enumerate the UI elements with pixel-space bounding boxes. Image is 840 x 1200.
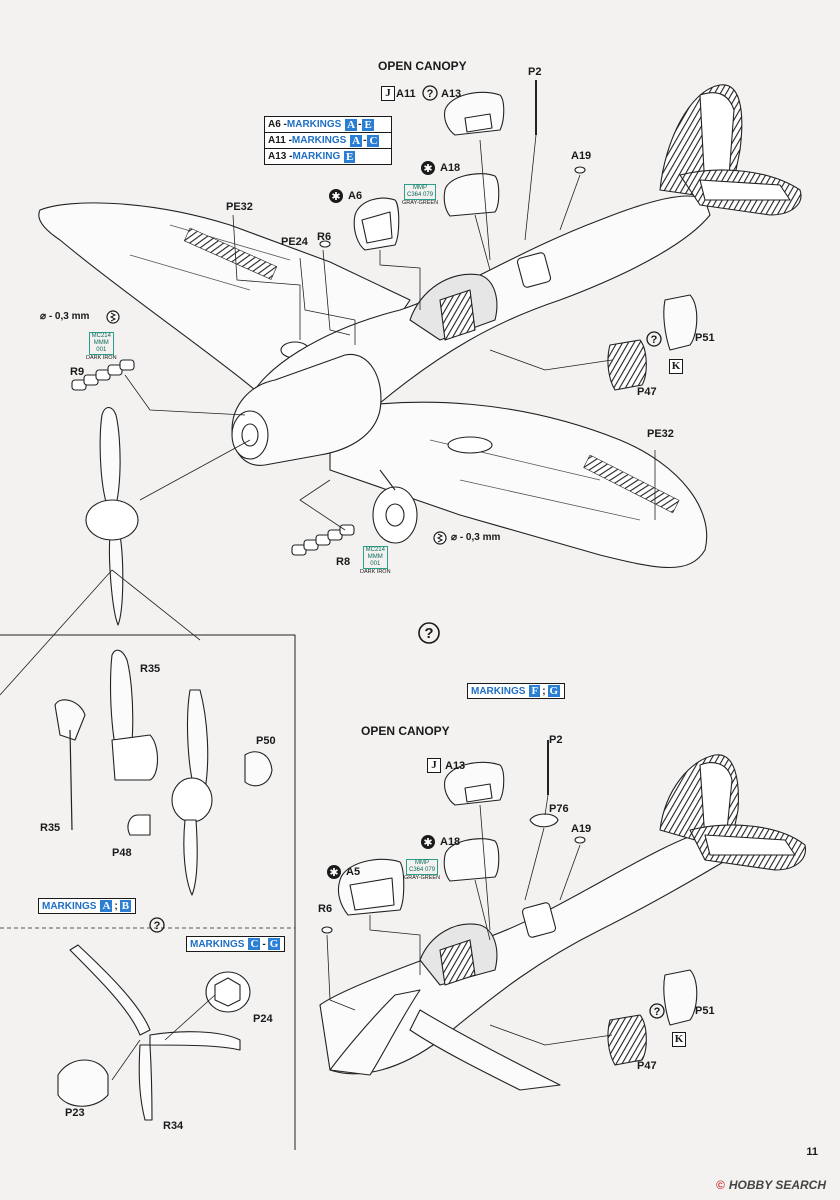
part-r9	[71, 359, 135, 391]
bottom-aircraft	[319, 740, 806, 1091]
label-r9: R9	[70, 366, 85, 378]
svg-text:?: ?	[424, 625, 433, 642]
label-p48: P48	[112, 847, 132, 859]
drill-note-top: ⌀ - 0,3 mm	[40, 311, 90, 322]
drill-icon	[433, 531, 447, 545]
top-aircraft	[38, 80, 802, 626]
label-pe24: PE24	[281, 236, 308, 248]
watermark-logo-icon: ©	[716, 1178, 725, 1192]
label-r35-left: R35	[40, 822, 61, 834]
part-p47-top	[607, 339, 647, 391]
watermark: © HOBBY SEARCH	[716, 1178, 826, 1192]
k-option-mark-top: K	[669, 359, 683, 374]
question-icon: ?	[649, 1003, 665, 1019]
question-icon: ?	[646, 331, 662, 347]
label-a18-bottom: A18	[440, 836, 461, 848]
markings-row-a6: A6 - MARKINGS A - E	[265, 117, 391, 133]
drill-note-right: ⌀ - 0,3 mm	[451, 532, 501, 543]
label-a6: A6	[348, 190, 363, 202]
question-icon: ?	[422, 85, 438, 101]
svg-text:?: ?	[654, 1006, 661, 1018]
label-r8: R8	[336, 556, 351, 568]
label-pe32-left: PE32	[226, 201, 253, 213]
open-canopy-title-top: OPEN CANOPY	[378, 59, 467, 73]
markings-row-a13: A13 - MARKING E	[268, 150, 356, 163]
label-r35-top: R35	[140, 663, 161, 675]
label-p2: P2	[528, 66, 542, 78]
watermark-text: HOBBY SEARCH	[728, 1178, 826, 1192]
top-leader-lines	[124, 134, 656, 531]
open-canopy-title-bottom: OPEN CANOPY	[361, 724, 450, 738]
bottom-leader-lines	[326, 794, 613, 1046]
drill-icon	[106, 310, 120, 324]
part-p47-bottom	[607, 1014, 647, 1066]
page-number: 11	[806, 1146, 818, 1158]
label-r34: R34	[163, 1120, 184, 1132]
star-roundel-icon: ✱	[421, 835, 435, 849]
part-p51-bottom	[663, 969, 698, 1026]
label-r6-bottom: R6	[318, 903, 333, 915]
label-p2-bottom: P2	[549, 734, 563, 746]
markings-ab-badge: MARKINGS A ; B	[38, 898, 137, 914]
label-a13: A13	[441, 88, 462, 100]
nose-cowling	[231, 353, 382, 466]
label-p51-top: P51	[695, 332, 715, 344]
k-option-mark-bottom: K	[672, 1032, 686, 1047]
svg-text:?: ?	[427, 88, 434, 100]
diameter-icon: ⌀	[451, 532, 458, 543]
j-option-mark: J	[381, 86, 395, 101]
label-p76: P76	[549, 803, 569, 815]
j-option-mark-bottom: J	[427, 758, 441, 773]
svg-text:✱: ✱	[423, 836, 432, 849]
label-pe32-right: PE32	[647, 428, 674, 440]
svg-text:?: ?	[651, 334, 658, 346]
star-roundel-icon: ✱	[329, 189, 343, 203]
markings-row-a11: A11 - MARKINGS A - C	[265, 133, 391, 149]
propeller-inset	[0, 569, 296, 1150]
label-a11: A11	[396, 88, 416, 100]
propeller-top	[99, 406, 121, 516]
label-p47-top: P47	[637, 386, 657, 398]
label-p23: P23	[65, 1107, 85, 1119]
markings-table: A6 - MARKINGS A - E A11 - MARKINGS A - C…	[264, 116, 392, 165]
svg-text:✱: ✱	[423, 162, 432, 175]
part-a18-top	[443, 173, 500, 217]
label-p50: P50	[256, 735, 276, 747]
part-p51-top	[663, 294, 698, 351]
label-a19: A19	[571, 150, 592, 162]
label-a18: A18	[440, 162, 461, 174]
svg-text:✱: ✱	[331, 190, 340, 203]
label-p51-bottom: P51	[695, 1005, 715, 1017]
label-r6-top: R6	[317, 231, 332, 243]
part-r8	[291, 524, 355, 556]
label-a19-bottom: A19	[571, 823, 592, 835]
svg-text:✱: ✱	[329, 866, 338, 879]
markings-cg-badge: MARKINGS C - G	[186, 936, 286, 952]
label-a5: A5	[346, 866, 361, 878]
star-roundel-icon: ✱	[327, 865, 341, 879]
svg-text:?: ?	[154, 920, 161, 932]
question-icon: ?	[149, 917, 165, 933]
right-wing	[329, 401, 708, 569]
label-p24: P24	[253, 1013, 273, 1025]
question-icon-large: ?	[418, 622, 440, 644]
label-a13-bottom: A13	[445, 760, 466, 772]
markings-fg-badge: MARKINGS F ; G	[467, 683, 566, 699]
part-p76	[529, 813, 559, 828]
star-roundel-icon: ✱	[421, 161, 435, 175]
diameter-icon: ⌀	[40, 311, 47, 322]
label-p47-bottom: P47	[637, 1060, 657, 1072]
